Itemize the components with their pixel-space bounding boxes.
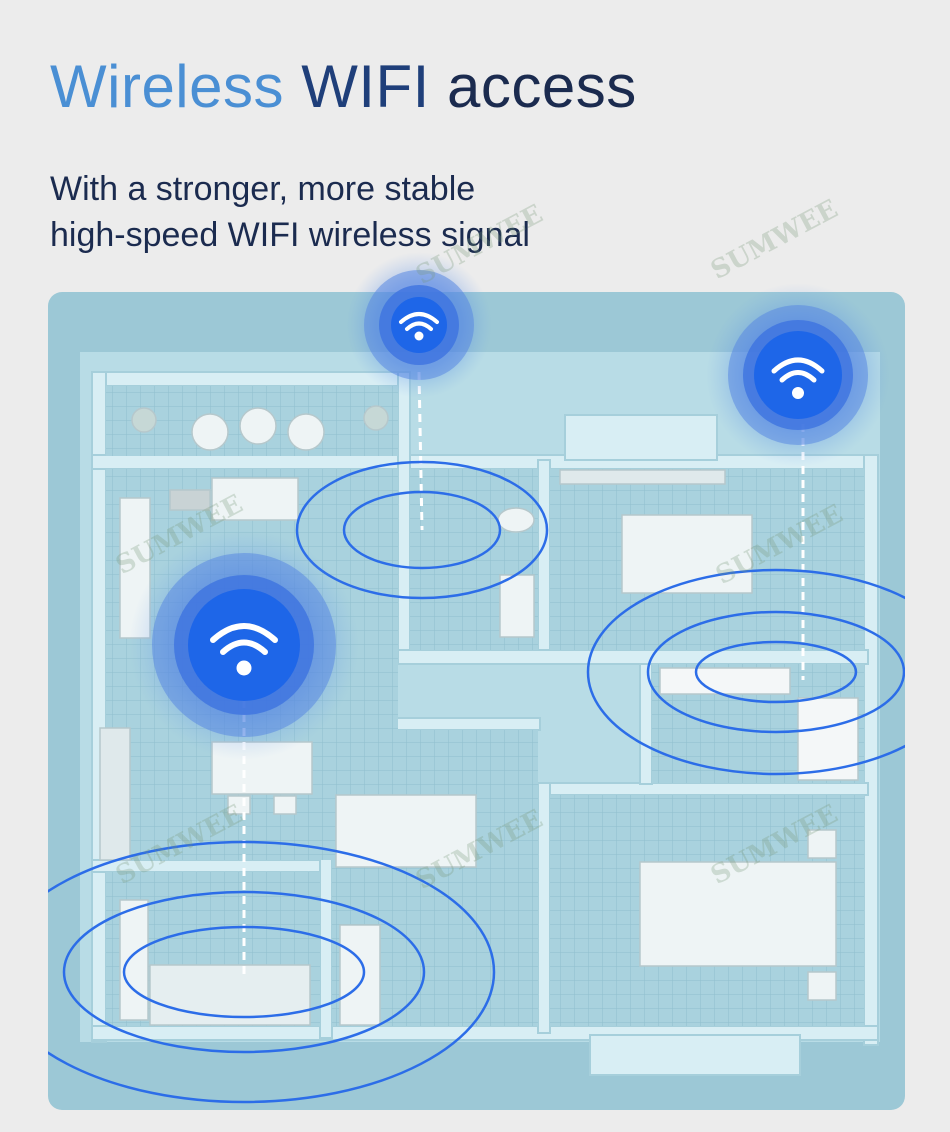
wifi-hotspot-right [706, 283, 890, 467]
fridge-icon [339, 924, 381, 1026]
wifi-hotspot-top [346, 252, 492, 398]
title-wifi: WIFI [301, 53, 447, 120]
armchair-icon [211, 477, 299, 521]
bed-icon [639, 861, 837, 967]
wifi-hotspot-left [129, 530, 359, 760]
nightstand-icon [807, 971, 837, 1001]
subtitle-line-1: With a stronger, more stable [50, 170, 476, 208]
chair-icon [191, 413, 229, 451]
wifi-icon [210, 623, 278, 676]
kitchen-counter-icon [119, 899, 149, 1021]
page-title: Wireless WIFI access [50, 52, 637, 121]
walls [91, 371, 879, 1076]
sink-icon [499, 574, 535, 638]
wardrobe-icon [797, 697, 859, 781]
bed-icon [335, 794, 477, 868]
plant-icon [363, 405, 389, 431]
table-icon [239, 407, 277, 445]
page-subtitle: With a stronger, more stable high-speed … [50, 166, 530, 258]
nightstand-icon [807, 829, 837, 859]
wifi-icon [771, 357, 825, 399]
cabinet-icon [99, 727, 131, 861]
plant-icon [131, 407, 157, 433]
wifi-icon [399, 312, 439, 341]
signal-ripples [48, 460, 905, 1104]
title-access: access [446, 53, 637, 120]
chair-icon [273, 795, 297, 815]
chair-icon [227, 795, 251, 815]
bed-icon [621, 514, 753, 594]
toilet-icon [497, 507, 535, 533]
chair-icon [287, 413, 325, 451]
subtitle-line-2: high-speed WIFI wireless signal [50, 216, 530, 254]
title-wireless: Wireless [50, 53, 302, 120]
